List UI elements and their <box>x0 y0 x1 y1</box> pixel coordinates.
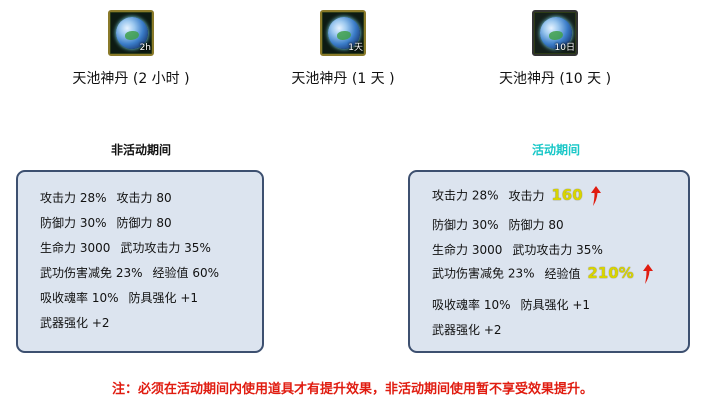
item-1day[interactable]: 1天 天池神丹 (1 天 ) <box>253 10 433 88</box>
stat-row: 武功伤害减免 23% 经验值 210% <box>432 263 654 285</box>
stat-row: 武器强化 +2 <box>40 314 110 331</box>
stat: 武器强化 +2 <box>40 316 110 330</box>
stat: 防具强化 +1 <box>128 291 199 305</box>
stat: 经验值 <box>544 266 581 281</box>
inactive-stats-panel: 攻击力 28% 攻击力 80 防御力 30% 防御力 80 生命力 3000 武功攻击… <box>16 170 264 353</box>
stat: 防具强化 +1 <box>520 298 591 312</box>
stat: 攻击力 28% <box>432 188 499 203</box>
stat-row: 攻击力 28% 攻击力 160 <box>432 185 602 207</box>
boosted-value: 160 <box>551 185 583 204</box>
stat: 经验值 60% <box>152 266 220 280</box>
stat: 武功伤害减免 23% <box>40 266 143 280</box>
stat: 生命力 3000 <box>40 241 111 255</box>
stat-row: 防御力 30% 防御力 80 <box>40 214 172 231</box>
item-name: 天池神丹 (1 天 ) <box>291 71 395 87</box>
inactive-period-title: 非活动期间 <box>110 143 171 157</box>
stat: 防御力 30% <box>432 218 499 232</box>
stat-row: 武功伤害减免 23% 经验值 60% <box>40 264 219 281</box>
stat: 生命力 3000 <box>432 243 503 257</box>
elixir-orb-icon: 10日 <box>532 10 578 56</box>
stat-row: 攻击力 28% 攻击力 80 <box>40 189 172 206</box>
stat: 武功攻击力 35% <box>512 243 603 257</box>
arrow-up-icon <box>642 264 653 284</box>
stat: 攻击力 80 <box>116 191 172 205</box>
stat-row: 武器强化 +2 <box>432 321 502 338</box>
stat-row: 吸收魂率 10% 防具强化 +1 <box>432 296 590 313</box>
active-period-title: 活动期间 <box>531 143 580 157</box>
item-name: 天池神丹 (10 天 ) <box>498 71 612 87</box>
usage-note: 注：必须在活动期间内使用道具才有提升效果，非活动期间使用暂不享受效果提升。 <box>111 382 593 397</box>
stat: 吸收魂率 10% <box>432 298 511 312</box>
item-name: 天池神丹 (2 小时 ) <box>72 71 190 87</box>
stat: 武器强化 +2 <box>432 323 502 337</box>
item-2h[interactable]: 2h 天池神丹 (2 小时 ) <box>41 10 221 88</box>
stat-row: 生命力 3000 武功攻击力 35% <box>40 239 211 256</box>
stat-row: 生命力 3000 武功攻击力 35% <box>432 241 603 258</box>
boosted-value: 210% <box>587 263 634 282</box>
stat-row: 吸收魂率 10% 防具强化 +1 <box>40 289 198 306</box>
stat-row: 防御力 30% 防御力 80 <box>432 216 564 233</box>
stat: 吸收魂率 10% <box>40 291 119 305</box>
stat: 防御力 80 <box>116 216 172 230</box>
stat: 攻击力 28% <box>40 191 107 205</box>
elixir-orb-icon: 1天 <box>320 10 366 56</box>
elixir-orb-icon: 2h <box>108 10 154 56</box>
stat: 防御力 80 <box>508 218 564 232</box>
duration-badge: 10日 <box>554 43 575 53</box>
stat: 武功攻击力 35% <box>120 241 211 255</box>
duration-badge: 1天 <box>348 43 363 53</box>
item-10day[interactable]: 10日 天池神丹 (10 天 ) <box>465 10 645 88</box>
arrow-up-icon <box>591 186 602 206</box>
active-stats-panel: 攻击力 28% 攻击力 160 防御力 30% 防御力 80 生命力 3000 武功攻… <box>408 170 690 353</box>
duration-badge: 2h <box>139 43 151 53</box>
stat: 武功伤害减免 23% <box>432 266 535 281</box>
stat: 攻击力 <box>508 188 545 203</box>
stat: 防御力 30% <box>40 216 107 230</box>
